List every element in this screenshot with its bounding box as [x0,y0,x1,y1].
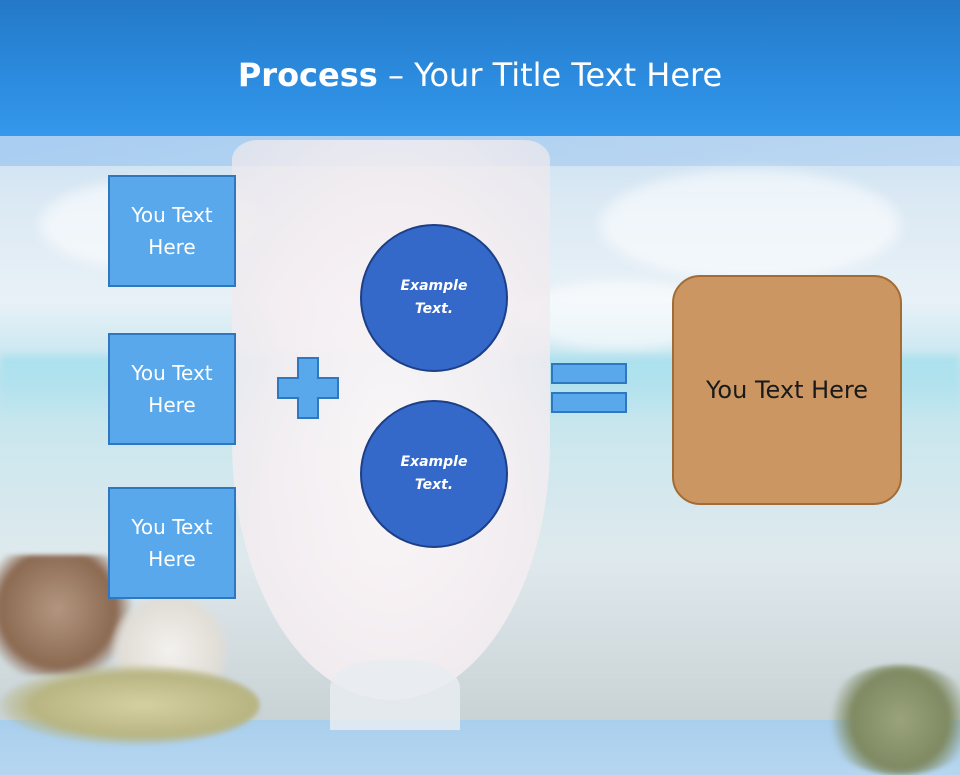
example-circle-1[interactable]: Example Text. [360,224,508,372]
background-lime-right [820,665,960,775]
text-box-3[interactable]: You Text Here [108,487,236,599]
title-bar: Process – Your Title Text Here [0,0,960,136]
result-box[interactable]: You Text Here [672,275,902,505]
title-bold: Process [237,56,378,94]
background-glass-stem [330,660,460,730]
slide-title: Process – Your Title Text Here [0,53,960,97]
background-cloud [600,170,900,280]
example-circle-2[interactable]: Example Text. [360,400,508,548]
text-box-2[interactable]: You Text Here [108,333,236,445]
title-rest: – Your Title Text Here [377,56,723,94]
plus-icon [277,357,339,419]
text-box-1[interactable]: You Text Here [108,175,236,287]
equals-bar-top [551,363,627,384]
background-lime [0,665,260,745]
equals-bar-bottom [551,392,627,413]
